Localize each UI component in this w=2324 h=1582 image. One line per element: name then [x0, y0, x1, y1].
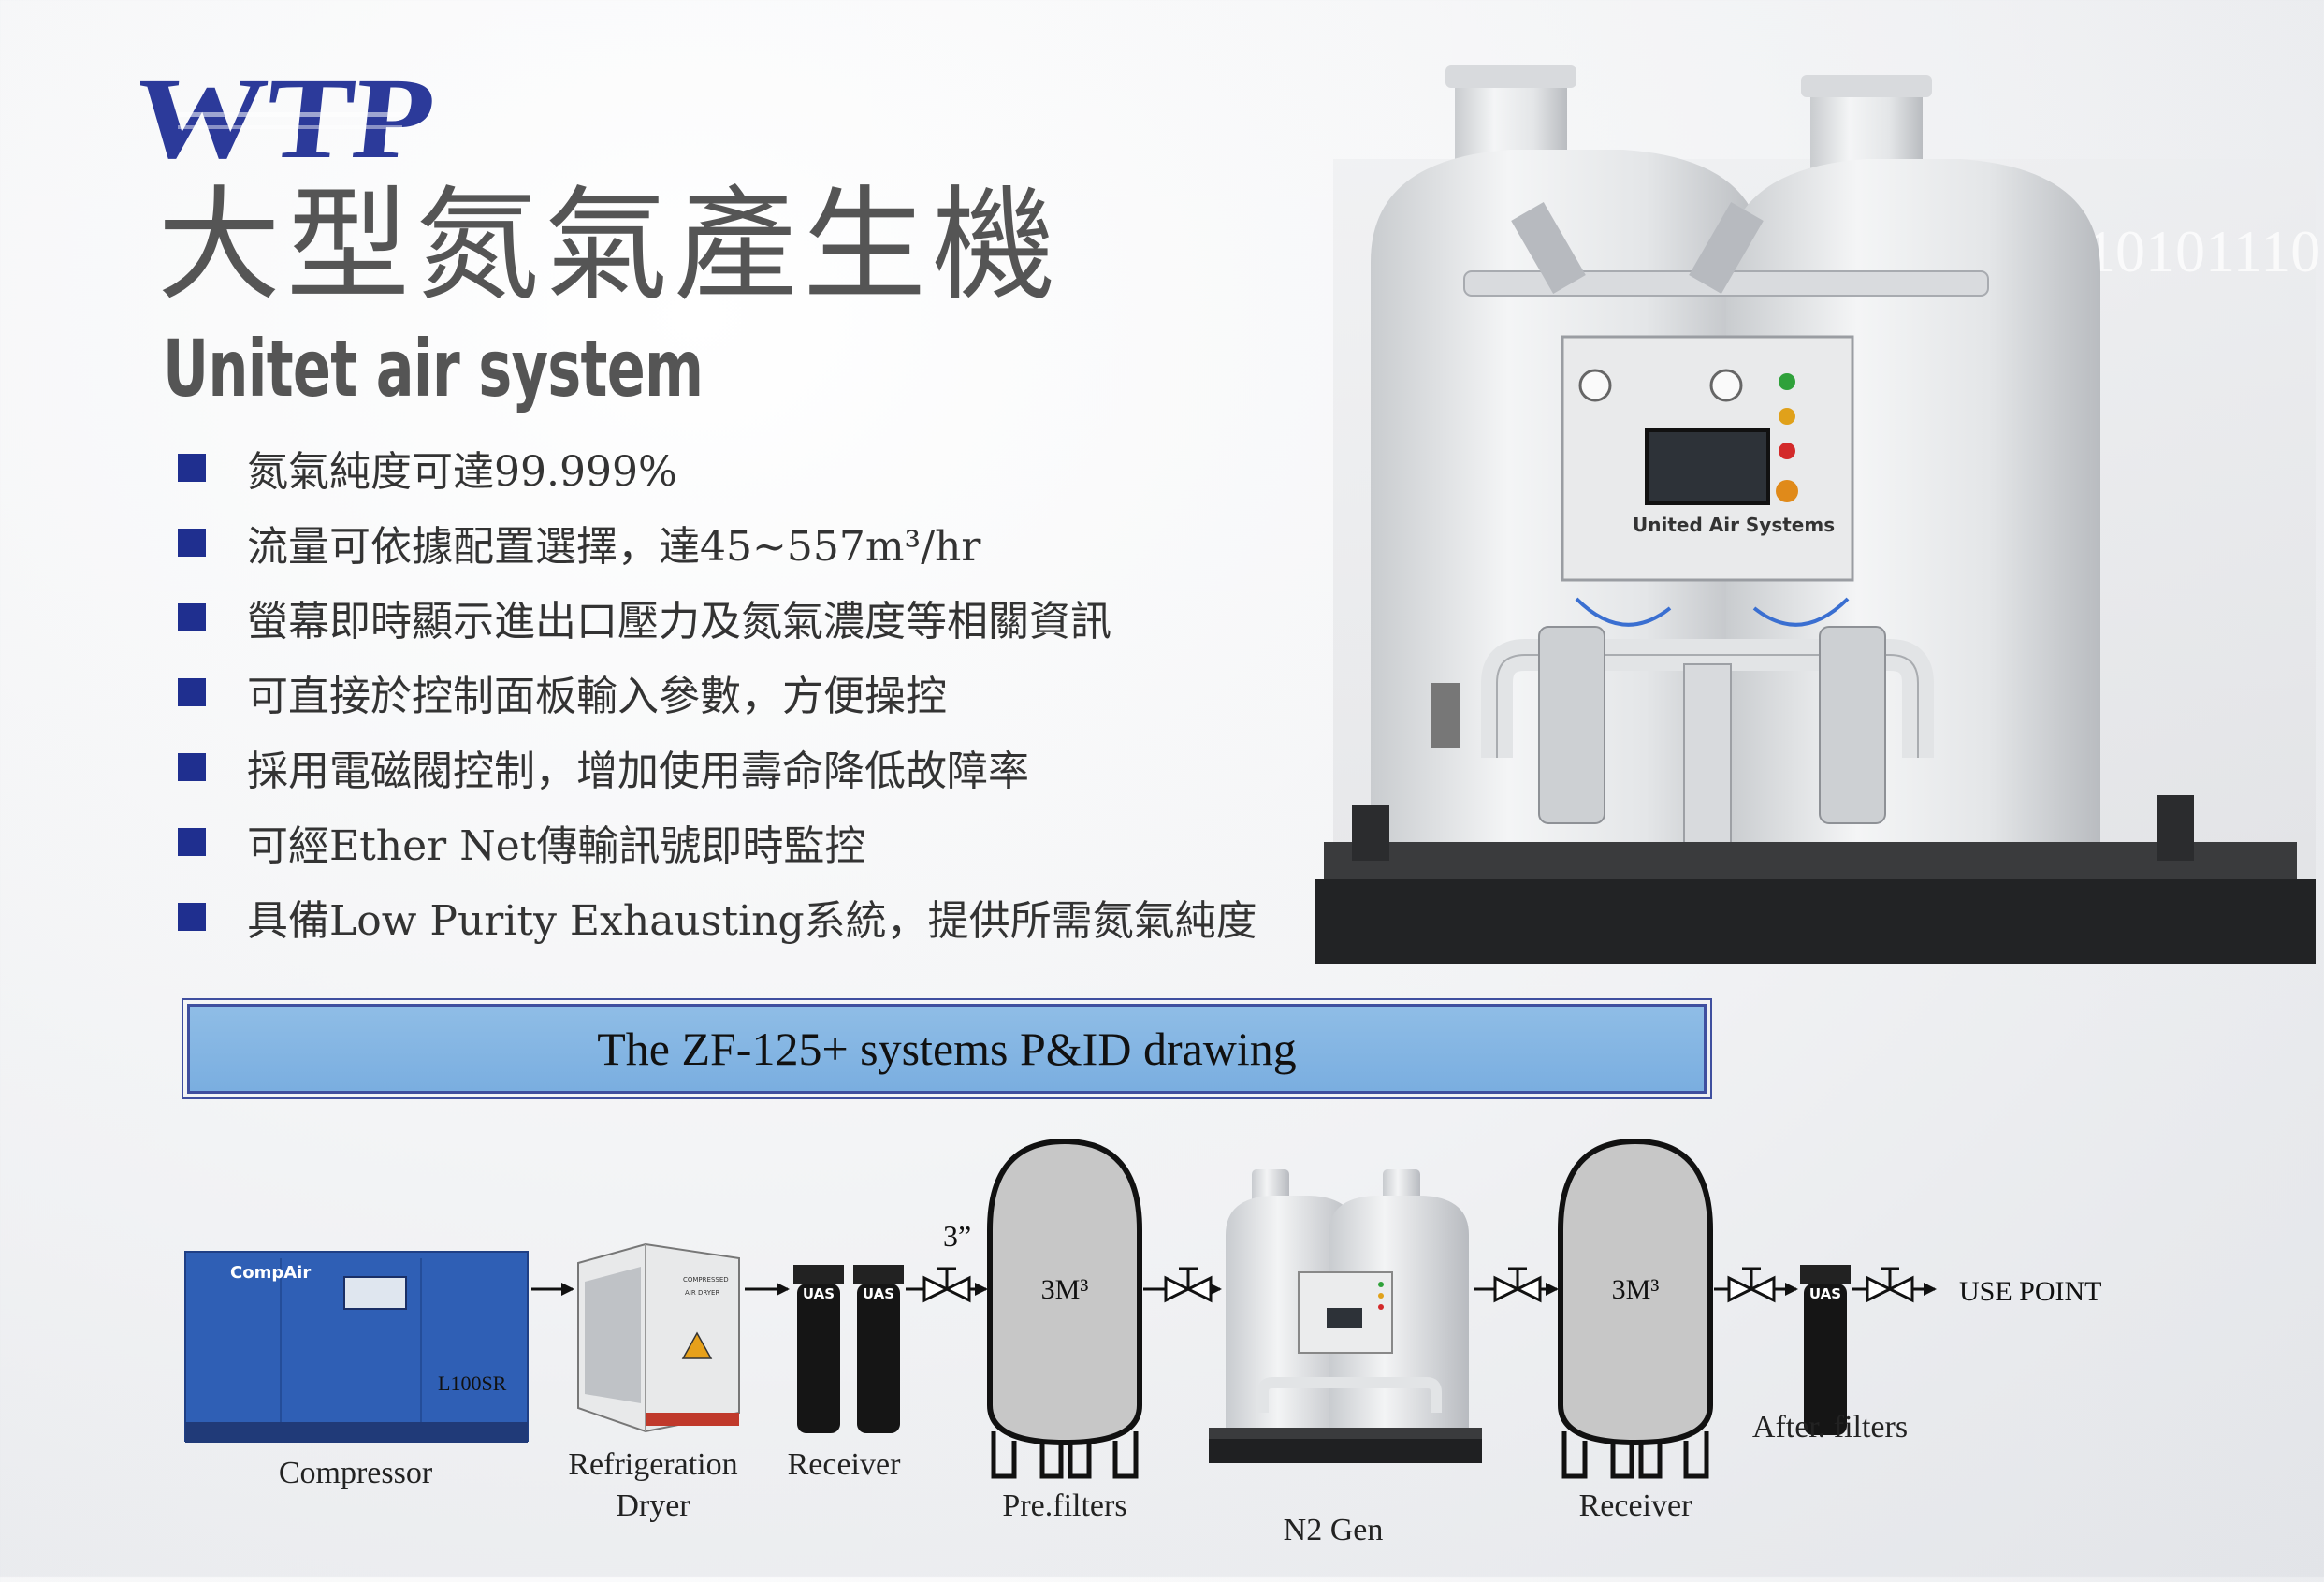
- n2-gen-label: N2 Gen: [1284, 1513, 1384, 1547]
- feature-item: 螢幕即時顯示進出口壓力及氮氣濃度等相關資訊: [178, 580, 1254, 655]
- refrigeration-dryer-unit: COMPRESSED AIR DRYER: [577, 1242, 740, 1433]
- feature-item: 可直接於控制面板輸入參數，方便操控: [178, 655, 1254, 730]
- feature-text: 可直接於控制面板輸入參數，方便操控: [247, 673, 947, 720]
- title-english: Unitet air system: [163, 323, 704, 414]
- feature-list: 氮氣純度可達99.999% 流量可依據配置選擇，達45~557m³/hr 螢幕即…: [178, 430, 1257, 954]
- after-filters-label: After. filters: [1752, 1410, 1908, 1444]
- feature-text: 可經Ether Net傳輸訊號即時監控: [247, 822, 866, 870]
- title-chinese: 大型氮氣產生機: [157, 174, 1061, 318]
- bullet-square-icon: [178, 603, 206, 631]
- nitrogen-generator-photo: 0010101110 United Air Systems: [1315, 47, 2324, 973]
- feature-item: 可經Ether Net傳輸訊號即時監控: [178, 805, 1254, 879]
- valve-icon: [922, 1267, 971, 1303]
- dryer-label-line1: Refrigeration: [568, 1447, 737, 1482]
- feature-text: 螢幕即時顯示進出口壓力及氮氣濃度等相關資訊: [247, 598, 1111, 646]
- bullet-square-icon: [178, 828, 206, 856]
- feature-text: 採用電磁閥控制，增加使用壽命降低故障率: [247, 747, 1029, 795]
- compressor-unit: CompAir L100SR: [184, 1251, 529, 1443]
- pid-drawing: CompAir L100SR Compressor COMPRESSED AIR…: [0, 1095, 2324, 1577]
- compressor-brand: CompAir: [230, 1263, 311, 1283]
- filter-tag: UAS: [803, 1285, 835, 1302]
- pipe-size-label: 3”: [943, 1219, 971, 1253]
- valve-icon: [1866, 1267, 1914, 1303]
- panel-label: United Air Systems: [1633, 514, 1835, 536]
- pre-filters-tank: 3M³: [987, 1138, 1142, 1479]
- n2-generator-unit: [1209, 1169, 1482, 1463]
- filter-tag: UAS: [863, 1285, 894, 1302]
- bullet-square-icon: [178, 903, 206, 931]
- receiver-label: Receiver: [788, 1447, 901, 1482]
- receiver-tank-label: Receiver: [1579, 1488, 1692, 1523]
- feature-text: 流量可依據配置選擇，達45~557m³/hr: [247, 523, 981, 571]
- use-point-label: USE POINT: [1959, 1276, 2102, 1307]
- bullet-square-icon: [178, 753, 206, 781]
- touch-screen-icon: [1645, 428, 1770, 505]
- compressor-model: L100SR: [438, 1372, 507, 1395]
- tank1-capacity: 3M³: [1041, 1274, 1089, 1305]
- bullet-square-icon: [178, 454, 206, 482]
- feature-item: 流量可依據配置選擇，達45~557m³/hr: [178, 505, 1254, 580]
- compressor-label: Compressor: [279, 1456, 433, 1490]
- receiver-filters: UAS UAS: [793, 1265, 904, 1433]
- feature-text: 氮氣純度可達99.999%: [247, 448, 677, 496]
- wtp-logo-graphic: WTP: [128, 53, 441, 182]
- pid-banner-title: The ZF-125+ systems P&ID drawing: [597, 1023, 1297, 1075]
- receiver-tank: 3M³: [1558, 1138, 1713, 1479]
- feature-text: 具備Low Purity Exhausting系統，提供所需氮氣純度: [247, 897, 1257, 945]
- valve-icon: [1493, 1267, 1542, 1303]
- bullet-square-icon: [178, 678, 206, 706]
- after-filter-unit: UAS: [1800, 1265, 1851, 1435]
- feature-item: 氮氣純度可達99.999%: [178, 430, 1254, 505]
- pid-banner: The ZF-125+ systems P&ID drawing: [182, 998, 1712, 1099]
- feature-item: 具備Low Purity Exhausting系統，提供所需氮氣純度: [178, 879, 1257, 954]
- dryer-tag-1: COMPRESSED: [683, 1276, 729, 1284]
- feature-item: 採用電磁閥控制，增加使用壽命降低故障率: [178, 730, 1254, 805]
- dryer-label-line2: Dryer: [616, 1488, 690, 1523]
- logo-text: WTP: [140, 64, 441, 168]
- tank2-capacity: 3M³: [1612, 1274, 1660, 1305]
- valve-icon: [1164, 1267, 1213, 1303]
- after-filter-tag: UAS: [1809, 1285, 1841, 1302]
- wtp-logo: WTP: [128, 53, 449, 182]
- dryer-tag-2: AIR DRYER: [685, 1289, 719, 1297]
- pre-filters-label: Pre.filters: [1002, 1488, 1126, 1523]
- bullet-square-icon: [178, 529, 206, 557]
- valve-icon: [1727, 1267, 1776, 1303]
